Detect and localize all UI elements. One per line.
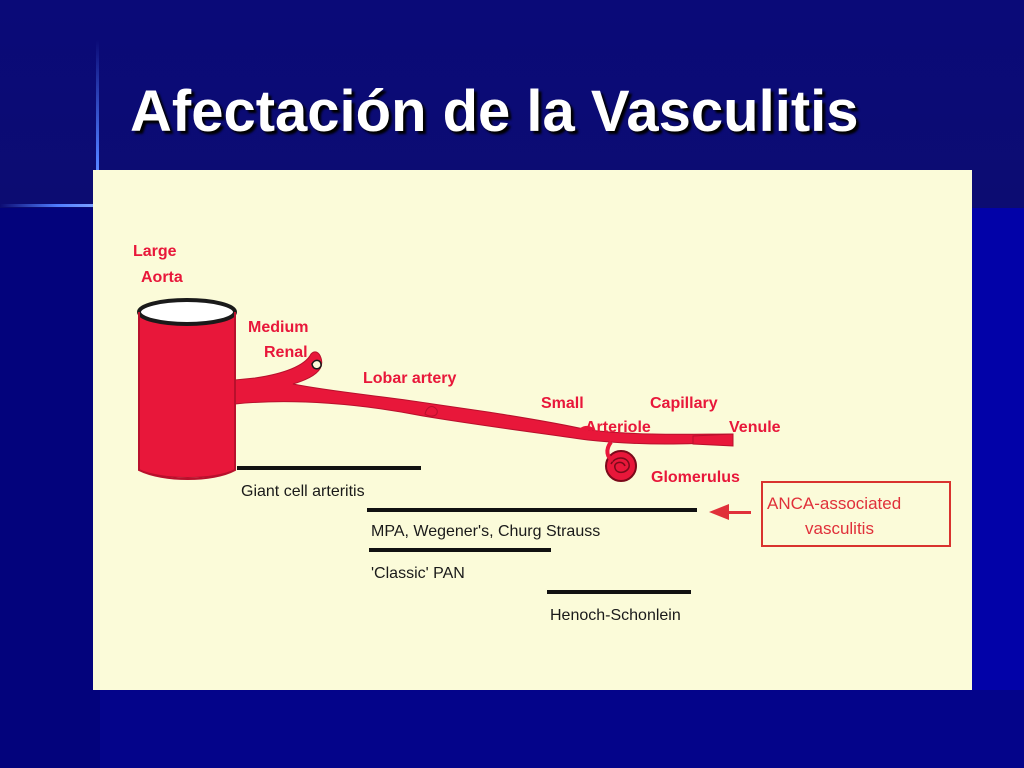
renal-tip (311, 359, 322, 370)
anca-line-1: ANCA-associated (767, 494, 901, 513)
vessel-diagram-svg: Large Aorta Medium Renal Lobar artery Sm… (133, 243, 951, 624)
disease-henoch: Henoch-Schonlein (550, 607, 681, 624)
glomerulus-stem (605, 440, 614, 462)
aorta-opening (137, 298, 237, 326)
range-bar-henoch (547, 590, 691, 594)
label-renal: Renal (264, 344, 308, 361)
disease-pan: 'Classic' PAN (371, 565, 465, 582)
label-aorta: Aorta (141, 269, 183, 286)
lobar-bump (424, 406, 438, 417)
vessel-shape (138, 302, 734, 478)
disease-mpa: MPA, Wegener's, Churg Strauss (371, 523, 600, 540)
vessel-tree (137, 298, 734, 482)
lower-band (100, 690, 1024, 768)
vasculitis-diagram: Large Aorta Medium Renal Lobar artery Sm… (93, 170, 972, 690)
range-bar-mpa (367, 508, 697, 512)
anca-line-2: vasculitis (805, 519, 874, 538)
label-large: Large (133, 243, 177, 260)
label-glomerulus: Glomerulus (651, 469, 740, 486)
venule-segment (692, 433, 734, 447)
label-small: Small (541, 395, 584, 412)
range-bar-giant-cell (237, 466, 421, 470)
left-band (0, 208, 100, 768)
label-venule: Venule (729, 419, 781, 436)
glomerulus-tuft (605, 450, 637, 482)
range-bar-pan (369, 548, 551, 552)
label-capillary: Capillary (650, 395, 718, 412)
disease-giant-cell: Giant cell arteritis (241, 483, 365, 500)
label-medium: Medium (248, 319, 308, 336)
small-artery-branch (573, 426, 595, 438)
aorta-outline (138, 312, 236, 480)
anca-box (761, 481, 951, 547)
accent-line-vertical (96, 40, 99, 210)
anca-arrow (709, 504, 751, 520)
glomerulus-coils (610, 457, 630, 474)
slide-title: Afectación de la Vasculitis (130, 79, 859, 144)
label-arteriole: Arteriole (585, 419, 651, 436)
label-lobar-artery: Lobar artery (363, 370, 456, 387)
accent-line-horizontal (0, 204, 96, 207)
